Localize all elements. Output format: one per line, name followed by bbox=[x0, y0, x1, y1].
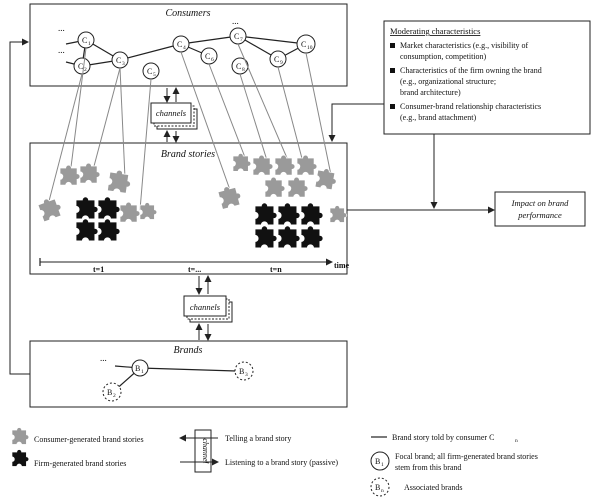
consumer-node-c7: C 7 bbox=[229, 27, 247, 45]
svg-text:channels: channels bbox=[190, 302, 221, 312]
consumer-node-c5: C 5 bbox=[142, 62, 160, 80]
time-tick-tn: t=n bbox=[270, 265, 282, 274]
consumer-story-rays bbox=[47, 43, 333, 211]
svg-text:5: 5 bbox=[153, 72, 156, 78]
time-axis: t=1 t=... t=n time bbox=[39, 258, 350, 274]
svg-text:Characteristics of the firm ow: Characteristics of the firm owning the b… bbox=[400, 66, 542, 75]
consumer-node-c3: C 3 bbox=[111, 51, 129, 69]
moderating-item-relationship: Consumer-brand relationship characterist… bbox=[390, 102, 541, 122]
legend-consumer-stories: Consumer-generated brand stories bbox=[11, 427, 144, 445]
brands-ellipsis: ... bbox=[100, 353, 107, 363]
svg-text:B: B bbox=[135, 364, 140, 373]
svg-text:1: 1 bbox=[381, 462, 384, 468]
moderating-box bbox=[383, 20, 591, 135]
brand-node-b2: B 2 bbox=[102, 382, 122, 402]
brand-node-b1: B 1 bbox=[131, 359, 149, 377]
svg-text:C: C bbox=[301, 40, 306, 49]
svg-text:Focal brand; all firm-generate: Focal brand; all firm-generated brand st… bbox=[395, 452, 538, 461]
svg-text:C: C bbox=[78, 62, 83, 71]
svg-text:stem from this brand: stem from this brand bbox=[395, 463, 461, 472]
legend-listening: Listening to a brand story (passive) bbox=[225, 458, 338, 467]
svg-text:C: C bbox=[147, 67, 152, 76]
consumer-node-c2: C 2 bbox=[73, 57, 91, 75]
svg-text:(e.g., organizational structur: (e.g., organizational structure; bbox=[400, 77, 496, 86]
svg-text:10: 10 bbox=[307, 45, 313, 51]
impact-line-1: Impact on brand bbox=[511, 198, 569, 208]
svg-text:C: C bbox=[205, 52, 210, 61]
legend-channel: channel Telling a brand story Listening … bbox=[179, 429, 338, 473]
svg-text:8: 8 bbox=[242, 67, 245, 73]
svg-text:channels: channels bbox=[156, 108, 187, 118]
brand-stories-title: Brand stories bbox=[161, 149, 215, 160]
consumer-node-c9: C 9 bbox=[269, 50, 287, 68]
time-axis-label: time bbox=[334, 261, 350, 270]
brands-box bbox=[29, 340, 348, 408]
svg-text:C: C bbox=[236, 62, 241, 71]
firm-puzzle-cluster-left bbox=[75, 196, 121, 242]
svg-text:B: B bbox=[107, 388, 112, 397]
legend-focal-brand: B 1 Focal brand; all firm-generated bran… bbox=[370, 451, 538, 472]
consumers-ellipsis-left-2: ... bbox=[58, 45, 65, 55]
moderating-item-firm: Characteristics of the firm owning the b… bbox=[390, 66, 542, 97]
svg-text:C: C bbox=[234, 32, 239, 41]
svg-text:(e.g., brand attachment): (e.g., brand attachment) bbox=[400, 113, 477, 122]
feedback-loop-arrow bbox=[9, 38, 30, 375]
consumers-ellipsis-left: ... bbox=[58, 23, 65, 33]
legend-telling: Telling a brand story bbox=[225, 434, 291, 443]
svg-text:9: 9 bbox=[280, 60, 283, 66]
svg-text:B: B bbox=[375, 457, 380, 466]
legend-story-by-consumer: Brand story told by consumer C n bbox=[371, 433, 518, 444]
legend-firm-stories: Firm-generated brand stories bbox=[11, 449, 126, 468]
svg-text:6: 6 bbox=[211, 57, 214, 63]
svg-text:Brand story told by consumer C: Brand story told by consumer C bbox=[392, 433, 494, 442]
consumer-node-c8: C 8 bbox=[231, 57, 249, 75]
svg-text:7: 7 bbox=[240, 37, 243, 43]
channels-bottom: channels bbox=[183, 275, 233, 341]
brands-title: Brands bbox=[174, 345, 203, 356]
consumer-node-c10: C 10 bbox=[296, 34, 316, 54]
svg-text:Associated brands: Associated brands bbox=[404, 483, 462, 492]
svg-text:1: 1 bbox=[88, 41, 91, 47]
time-tick-tdots: t=... bbox=[188, 265, 201, 274]
consumers-ellipsis-right: ... bbox=[232, 16, 239, 26]
time-tick-t1: t=1 bbox=[93, 265, 104, 274]
channels-top: channels bbox=[150, 87, 198, 143]
svg-text:Firm-generated brand stories: Firm-generated brand stories bbox=[34, 459, 126, 468]
svg-text:Market characteristics (e.g.,: Market characteristics (e.g., visibility… bbox=[400, 41, 529, 50]
svg-text:4: 4 bbox=[183, 45, 186, 51]
svg-text:3: 3 bbox=[245, 372, 248, 378]
svg-text:Consumer-generated brand stori: Consumer-generated brand stories bbox=[34, 435, 144, 444]
moderating-arrows bbox=[328, 103, 495, 214]
impact-box bbox=[494, 191, 586, 227]
svg-text:brand architecture): brand architecture) bbox=[400, 88, 461, 97]
consumer-node-c6: C 6 bbox=[200, 47, 218, 65]
svg-text:consumption, competition): consumption, competition) bbox=[400, 52, 487, 61]
svg-text:B: B bbox=[239, 367, 244, 376]
moderating-item-market: Market characteristics (e.g., visibility… bbox=[390, 41, 529, 61]
svg-text:2: 2 bbox=[113, 393, 116, 399]
brand-node-b3: B 3 bbox=[234, 361, 254, 381]
svg-text:1: 1 bbox=[141, 369, 144, 375]
svg-text:Consumer-brand relationship ch: Consumer-brand relationship characterist… bbox=[400, 102, 541, 111]
svg-text:channel: channel bbox=[201, 438, 210, 464]
moderating-title: Moderating characteristics bbox=[390, 26, 480, 36]
svg-text:n: n bbox=[515, 438, 518, 444]
impact-line-2: performance bbox=[517, 210, 562, 220]
consumers-title: Consumers bbox=[165, 8, 210, 19]
svg-text:2: 2 bbox=[84, 67, 87, 73]
svg-text:C: C bbox=[177, 40, 182, 49]
legend-associated-brands: B n Associated brands bbox=[370, 477, 462, 497]
svg-text:n: n bbox=[381, 488, 384, 494]
consumer-node-c1: C 1 bbox=[77, 31, 95, 49]
svg-text:C: C bbox=[274, 55, 279, 64]
svg-text:C: C bbox=[116, 56, 121, 65]
consumer-node-c4: C 4 bbox=[172, 35, 190, 53]
svg-text:B: B bbox=[375, 483, 380, 492]
svg-text:3: 3 bbox=[122, 61, 125, 67]
svg-text:C: C bbox=[82, 36, 87, 45]
